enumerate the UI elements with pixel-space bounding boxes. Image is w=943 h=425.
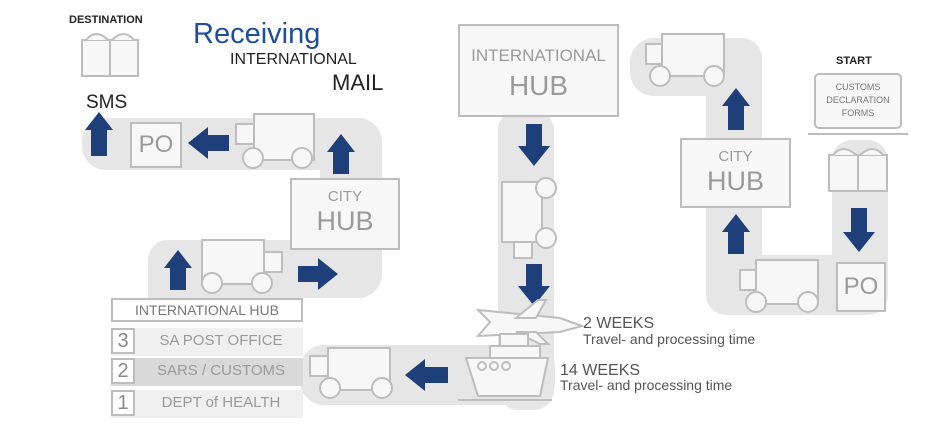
hub-label-line2: HUB [508, 70, 569, 101]
title-receiving: Receiving [193, 18, 321, 50]
sea-note: Travel- and processing time [560, 377, 733, 393]
start-label: START [836, 55, 872, 67]
destination-label: DESTINATION [69, 14, 143, 26]
truck-icon [201, 239, 283, 294]
customs-form-line-1: CUSTOMS [835, 82, 881, 92]
flow-arrows [85, 88, 875, 391]
truck-icon [501, 177, 557, 259]
row-label: SARS / CUSTOMS [156, 362, 286, 379]
arrow-up-icon [85, 112, 113, 156]
truck-icon [645, 33, 725, 87]
air-note: Travel- and processing time [583, 331, 756, 347]
arrow-up-icon [722, 214, 750, 254]
arrow-right-icon [298, 258, 338, 290]
table-row: 3 SA POST OFFICE [111, 328, 303, 356]
arrow-up-icon [164, 250, 192, 290]
international-hub-box: INTERNATIONAL HUB [458, 24, 619, 117]
arrow-down-icon [518, 124, 550, 166]
hub-label-line2: HUB [316, 206, 374, 236]
sea-duration: 14 WEEKS [560, 362, 641, 379]
laptop-icon [808, 73, 908, 135]
arrow-up-icon [327, 134, 355, 174]
row-label: SA POST OFFICE [159, 332, 283, 349]
parcel-icon [828, 148, 888, 192]
arrow-up-icon [722, 88, 750, 130]
row-label: DEPT of HEALTH [161, 394, 281, 411]
hub-label-line1: CITY [718, 148, 753, 165]
ship-icon [458, 333, 552, 401]
title-mail: MAIL [332, 70, 384, 95]
arrow-left-icon [188, 127, 229, 159]
arrow-left-icon [405, 359, 448, 391]
city-hub-left-box: CITY HUB [290, 178, 400, 250]
title-international: INTERNATIONAL [230, 51, 357, 68]
parcel-icon [81, 33, 139, 77]
row-number: 1 [111, 390, 135, 416]
table-row: 2 SARS / CUSTOMS [111, 358, 303, 386]
po-box-right: PO [836, 262, 886, 312]
truck-icon [739, 259, 819, 313]
air-duration: 2 WEEKS [583, 315, 655, 332]
po-box-left: PO [130, 122, 182, 168]
truck-icon [235, 113, 315, 169]
hub-label-line1: CITY [327, 188, 363, 205]
customs-form-line-2: DECLARATION [826, 95, 890, 105]
row-number: 3 [111, 328, 135, 354]
city-hub-right-box: CITY HUB [680, 138, 791, 208]
customs-form-line-3: FORMS [841, 108, 875, 118]
arrow-down-icon [843, 208, 875, 252]
row-number: 2 [111, 358, 135, 384]
hub-label-line1: INTERNATIONAL [471, 46, 606, 65]
international-hub-panel: INTERNATIONAL HUB 3 SA POST OFFICE 2 SAR… [111, 298, 303, 422]
table-row: 1 DEPT of HEALTH [111, 390, 303, 418]
international-hub-panel-title: INTERNATIONAL HUB [111, 298, 303, 322]
airplane-icon [475, 299, 586, 345]
hub-label-line2: HUB [706, 166, 764, 196]
truck-icon [309, 347, 393, 399]
sms-label: SMS [86, 92, 128, 113]
arrow-down-icon [518, 264, 550, 306]
